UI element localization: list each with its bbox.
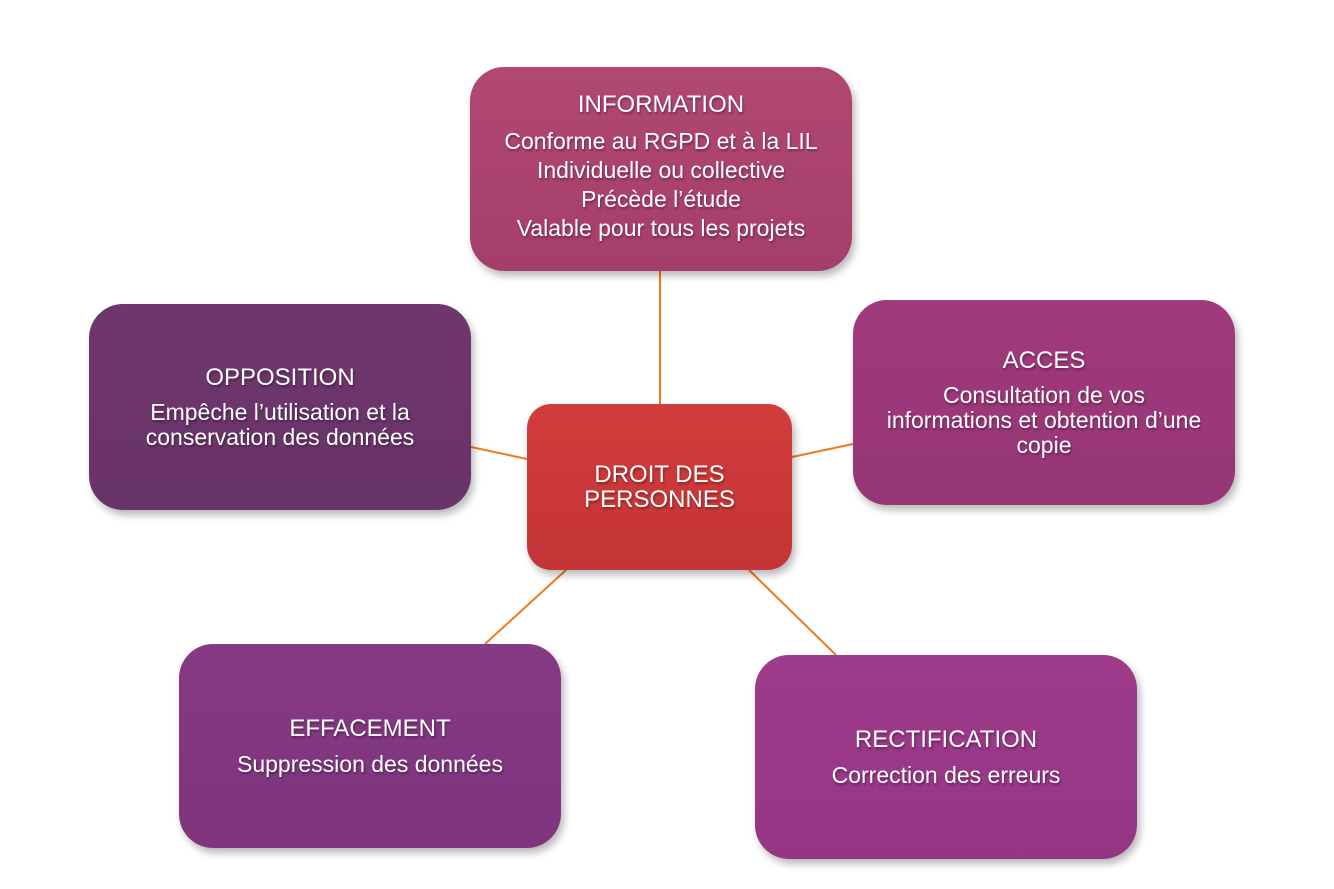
node-center-line-1: DROIT DES [594,461,725,488]
node-acces-line-2: informations et obtention d’une [886,407,1202,433]
node-effacement-line-1: Suppression des données [237,751,503,777]
node-center-droit-des-personnes: DROIT DES PERSONNES [527,404,792,570]
node-rectification-title: RECTIFICATION [854,726,1038,753]
node-acces-line-1: Consultation de vos [942,382,1145,408]
node-opposition-line-1: Empêche l’utilisation et la [150,399,410,425]
node-center-line-2: PERSONNES [584,486,735,513]
node-opposition-title: OPPOSITION [205,364,355,391]
node-information-line-3: Précède l’étude [581,186,741,212]
node-effacement-title: EFFACEMENT [289,715,451,742]
node-acces-line-3: copie [1016,432,1072,458]
node-information-title: INFORMATION [577,91,745,118]
node-opposition-line-2: conservation des données [145,424,415,450]
node-rectification: RECTIFICATION Correction des erreurs [755,655,1137,859]
node-acces-title: ACCES [1002,347,1086,374]
node-rectification-line-1: Correction des erreurs [831,762,1061,788]
connector-opposition [470,446,528,460]
connector-rectification [748,569,837,656]
node-acces: ACCES Consultation de vos informations e… [853,300,1235,505]
connector-acces [791,443,854,458]
connector-effacement [484,569,567,645]
node-information-line-1: Conforme au RGPD et à la LIL [504,128,818,154]
node-effacement: EFFACEMENT Suppression des données [179,644,561,848]
node-information: INFORMATION Conforme au RGPD et à la LIL… [470,67,852,271]
node-information-line-4: Valable pour tous les projets [516,215,806,241]
node-information-line-2: Individuelle ou collective [536,157,786,183]
node-opposition: OPPOSITION Empêche l’utilisation et la c… [89,304,471,510]
